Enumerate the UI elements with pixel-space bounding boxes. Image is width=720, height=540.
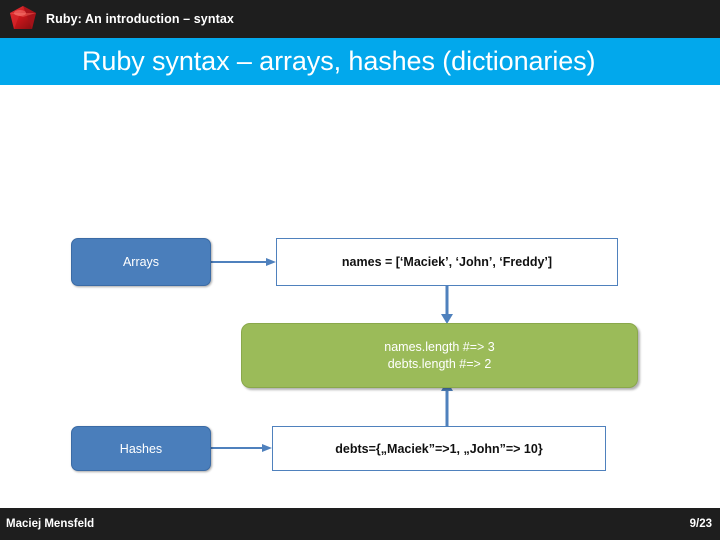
node-length-results[interactable]: names.length #=> 3 debts.length #=> 2 <box>241 323 638 388</box>
result-line-names-length: names.length #=> 3 <box>384 339 495 354</box>
node-debts-code[interactable]: debts={„Maciek”=>1, „John”=> 10} <box>272 426 606 471</box>
node-names-code-label: names = [‘Maciek’, ‘John’, ‘Freddy’] <box>341 255 553 269</box>
slide-body: Arrays names = [‘Maciek’, ‘John’, ‘Fredd… <box>0 85 720 508</box>
node-arrays[interactable]: Arrays <box>71 238 211 286</box>
node-names-code[interactable]: names = [‘Maciek’, ‘John’, ‘Freddy’] <box>276 238 618 286</box>
slide-title: Ruby syntax – arrays, hashes (dictionari… <box>82 46 596 76</box>
node-hashes-label: Hashes <box>119 441 163 456</box>
header-title: Ruby: An introduction – syntax <box>46 12 234 26</box>
node-debts-code-label: debts={„Maciek”=>1, „John”=> 10} <box>335 441 543 456</box>
footer-author: Maciej Mensfeld <box>6 518 95 530</box>
footer-page-number: 9/23 <box>689 518 712 530</box>
diagram: Arrays names = [‘Maciek’, ‘John’, ‘Fredd… <box>0 85 720 508</box>
result-line-debts-length: debts.length #=> 2 <box>387 356 492 371</box>
top-header: Ruby: An introduction – syntax <box>0 0 720 38</box>
node-arrays-label: Arrays <box>122 255 160 269</box>
slide-title-band: Ruby syntax – arrays, hashes (dictionari… <box>0 38 720 85</box>
node-hashes[interactable]: Hashes <box>71 426 211 471</box>
connector-lines <box>211 258 453 452</box>
ruby-gem-icon <box>0 0 46 38</box>
slide-footer: Maciej Mensfeld 9/23 <box>0 508 720 540</box>
